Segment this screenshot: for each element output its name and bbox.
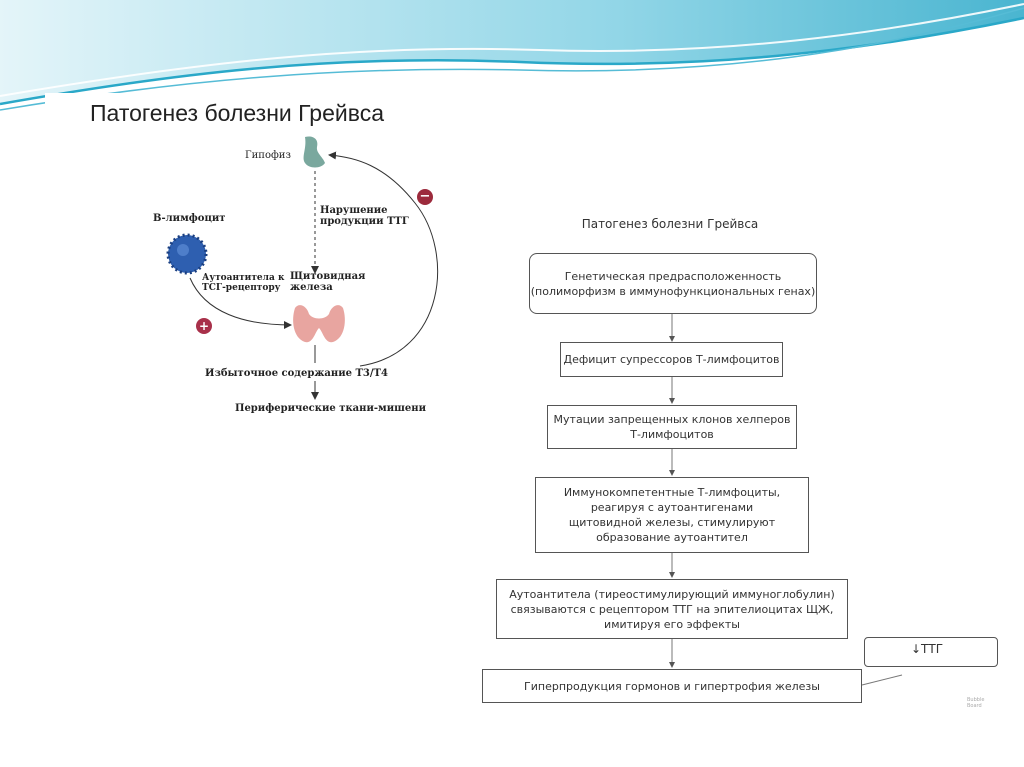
left-diagram-arrows: [189, 151, 439, 400]
flowchart-title: Патогенез болезни Грейвса: [581, 217, 759, 231]
b-cell-icon: [166, 233, 208, 275]
pituitary-label: Гипофиз: [245, 150, 291, 161]
pituitary-icon: [303, 136, 325, 168]
flow-box-autoantibodies: Аутоантитела (тиреостимулирующий иммуног…: [496, 579, 848, 639]
t3t4-label: Избыточное содержание Т3/Т4: [205, 368, 388, 379]
thyroid-label: Щитовидная железа: [290, 271, 366, 293]
left-diagram: Патогенез болезни Грейвса Гипофиз Наруше…: [45, 93, 485, 423]
flowchart-connectors: [669, 314, 903, 686]
minus-icon: −: [417, 189, 433, 205]
flow-box-genetic: Генетическая предрасположенность (полимо…: [529, 253, 817, 314]
autoantibodies-label: Аутоантитела к ТСГ-рецептору: [202, 273, 285, 293]
thyroid-icon: [293, 305, 345, 343]
callout-connector: [861, 674, 903, 686]
feedback-loop-arrow: [328, 151, 439, 367]
flow-box-hyperproduction: Гиперпродукция гормонов и гипертрофия же…: [482, 669, 862, 703]
tsh-disruption-label: Нарушение продукции ТТГ: [320, 205, 409, 227]
wave-header: [0, 0, 1024, 111]
peripheral-label: Периферические ткани-мишени: [235, 403, 426, 414]
bcell-to-thyroid-arrow: [189, 277, 292, 329]
watermark-logo: Bubble Board: [967, 697, 985, 709]
flow-box-t-lymphocytes: Иммунокомпетентные Т-лимфоциты, реагируя…: [535, 477, 809, 553]
left-diagram-title: Патогенез болезни Грейвса: [90, 100, 384, 126]
b-cell-label: В-лимфоцит: [153, 213, 226, 224]
right-flowchart: Патогенез болезни Грейвса Генетическая п…: [470, 205, 1007, 715]
flow-box-suppressor-deficit: Дефицит супрессоров Т-лимфоцитов: [560, 342, 783, 377]
plus-icon: +: [196, 318, 212, 334]
flow-box-helper-mutations: Мутации запрещенных клонов хелперов Т-ли…: [547, 405, 797, 449]
tsh-callout: ↓ТТГ: [864, 637, 998, 667]
